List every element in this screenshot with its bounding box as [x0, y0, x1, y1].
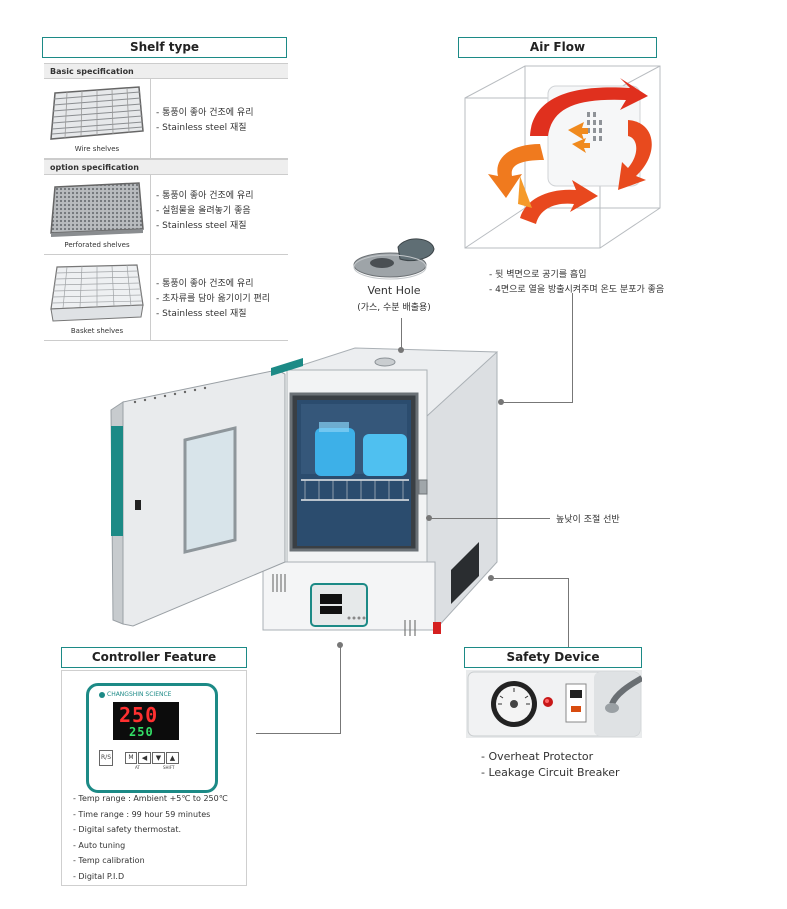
wire-shelf-description: - 통풍이 좋아 건조에 유리 - Stainless steel 재질 [156, 106, 254, 136]
wire-shelf-image [50, 86, 144, 140]
vent-hole-title: Vent Hole [367, 284, 421, 297]
shelf-row-perforated: Perforated shelves - 통풍이 좋아 건조에 유리 - 실험물… [44, 175, 288, 255]
shelf-adjust-connector-dot [426, 515, 432, 521]
down-arrow-button[interactable]: ▼ [152, 752, 165, 764]
controller-faceplate: CHANGSHIN SCIENCE 250 250 R/S M ◀ ▼ ▲ AT… [86, 683, 218, 793]
vent-hole-connector [401, 318, 402, 350]
safety-item: - Leakage Circuit Breaker [481, 766, 620, 779]
air-flow-line: - 뒷 벽면으로 공기를 흡입 [489, 270, 587, 280]
left-arrow-button[interactable]: ◀ [138, 752, 151, 764]
basket-shelf-line: - 초자류를 담아 옮기이기 편리 [156, 294, 271, 304]
air-flow-diagram [464, 65, 661, 249]
safety-device-list: - Overheat Protector - Leakage Circuit B… [481, 749, 620, 781]
brand-logo-icon [99, 691, 105, 698]
feature-item: - Time range : 99 hour 59 minutes [73, 809, 211, 819]
basket-shelf-image [50, 264, 144, 322]
feature-item: - Digital safety thermostat. [73, 825, 181, 834]
air-flow-description: - 뒷 벽면으로 공기를 흡입 - 4면으로 열을 방출시켜주며 온도 분포가 … [489, 268, 664, 298]
feature-item: - Digital P.I.D [73, 871, 125, 881]
perforated-shelf-description: - 통풍이 좋아 건조에 유리 - 실험물을 올려놓기 좋음 - Stainle… [156, 189, 254, 234]
shelf-row-wire: Wire shelves - 통풍이 좋아 건조에 유리 - Stainless… [44, 79, 288, 159]
vent-hole-subtitle: (가스, 수분 배출용) [357, 303, 431, 313]
perforated-shelf-image [50, 182, 144, 237]
option-spec-label: option specification [44, 159, 288, 175]
controller-feature-title: Controller Feature [61, 647, 247, 668]
perforated-shelf-caption: Perforated shelves [64, 241, 130, 249]
up-arrow-button[interactable]: ▲ [166, 752, 179, 764]
safety-device-image [466, 670, 642, 738]
pv-display: 250 [119, 703, 159, 727]
run-stop-button[interactable]: R/S [99, 750, 113, 766]
vent-hole-image [353, 238, 435, 280]
controller-panel: CHANGSHIN SCIENCE 250 250 R/S M ◀ ▼ ▲ AT… [61, 670, 247, 886]
vent-hole-connector-dot [398, 347, 404, 353]
shelf-adjust-label: 높낮이 조절 선반 [556, 515, 620, 525]
basket-shelf-caption: Basket shelves [70, 327, 124, 335]
safety-connector-v [568, 578, 569, 648]
at-label: AT [135, 765, 140, 770]
feature-item: - Temp range : Ambient +5℃ to 250℃ [73, 794, 228, 803]
basket-shelf-description: - 통풍이 좋아 건조에 유리 - 초자류를 담아 옮기이기 편리 - Stai… [156, 277, 270, 322]
safety-item: - Overheat Protector [481, 750, 594, 763]
safety-connector-h [492, 578, 568, 579]
controller-connector-v [340, 645, 341, 733]
perforated-shelf-line: - Stainless steel 재질 [156, 221, 247, 231]
wire-shelf-line: - Stainless steel 재질 [156, 123, 247, 133]
controller-brand: CHANGSHIN SCIENCE [99, 691, 171, 698]
safety-connector-dot [488, 575, 494, 581]
controller-connector-dot [337, 642, 343, 648]
shelf-adjust-connector [430, 518, 550, 519]
basket-shelf-line: - 통풍이 좋아 건조에 유리 [156, 279, 254, 289]
mode-button[interactable]: M [125, 752, 137, 764]
basket-shelf-image-cell: Basket shelves [44, 255, 151, 340]
controller-display: 250 250 [113, 702, 179, 740]
perforated-shelf-image-cell: Perforated shelves [44, 175, 151, 254]
shelf-row-basket: Basket shelves - 통풍이 좋아 건조에 유리 - 초자류를 담아… [44, 255, 288, 341]
shelf-type-panel: Basic specification Wire shelves [44, 63, 288, 341]
wire-shelf-caption: Wire shelves [74, 145, 120, 153]
basic-spec-label: Basic specification [44, 63, 288, 79]
sv-display: 250 [129, 725, 154, 739]
perforated-shelf-line: - 실험물을 올려놓기 좋음 [156, 206, 251, 216]
air-flow-line: - 4면으로 열을 방출시켜주며 온도 분포가 좋음 [489, 285, 665, 295]
air-flow-title: Air Flow [458, 37, 657, 58]
drying-oven-image [110, 347, 499, 636]
controller-feature-list: - Temp range : Ambient +5℃ to 250℃ - Tim… [73, 791, 228, 884]
controller-connector-h [256, 733, 341, 734]
vent-hole-label: Vent Hole (가스, 수분 배출용) [332, 284, 456, 313]
wire-shelf-image-cell: Wire shelves [44, 79, 151, 158]
wire-shelf-line: - 통풍이 좋아 건조에 유리 [156, 108, 254, 118]
feature-item: - Auto tuning [73, 840, 126, 850]
shelf-type-title: Shelf type [42, 37, 287, 58]
air-flow-connector-h [503, 402, 573, 403]
basket-shelf-line: - Stainless steel 재질 [156, 309, 247, 319]
air-flow-connector-dot [498, 399, 504, 405]
air-flow-connector [572, 293, 573, 403]
feature-item: - Temp calibration [73, 856, 145, 865]
perforated-shelf-line: - 통풍이 좋아 건조에 유리 [156, 191, 254, 201]
safety-device-title: Safety Device [464, 647, 642, 668]
shift-label: SHIFT [163, 765, 175, 770]
